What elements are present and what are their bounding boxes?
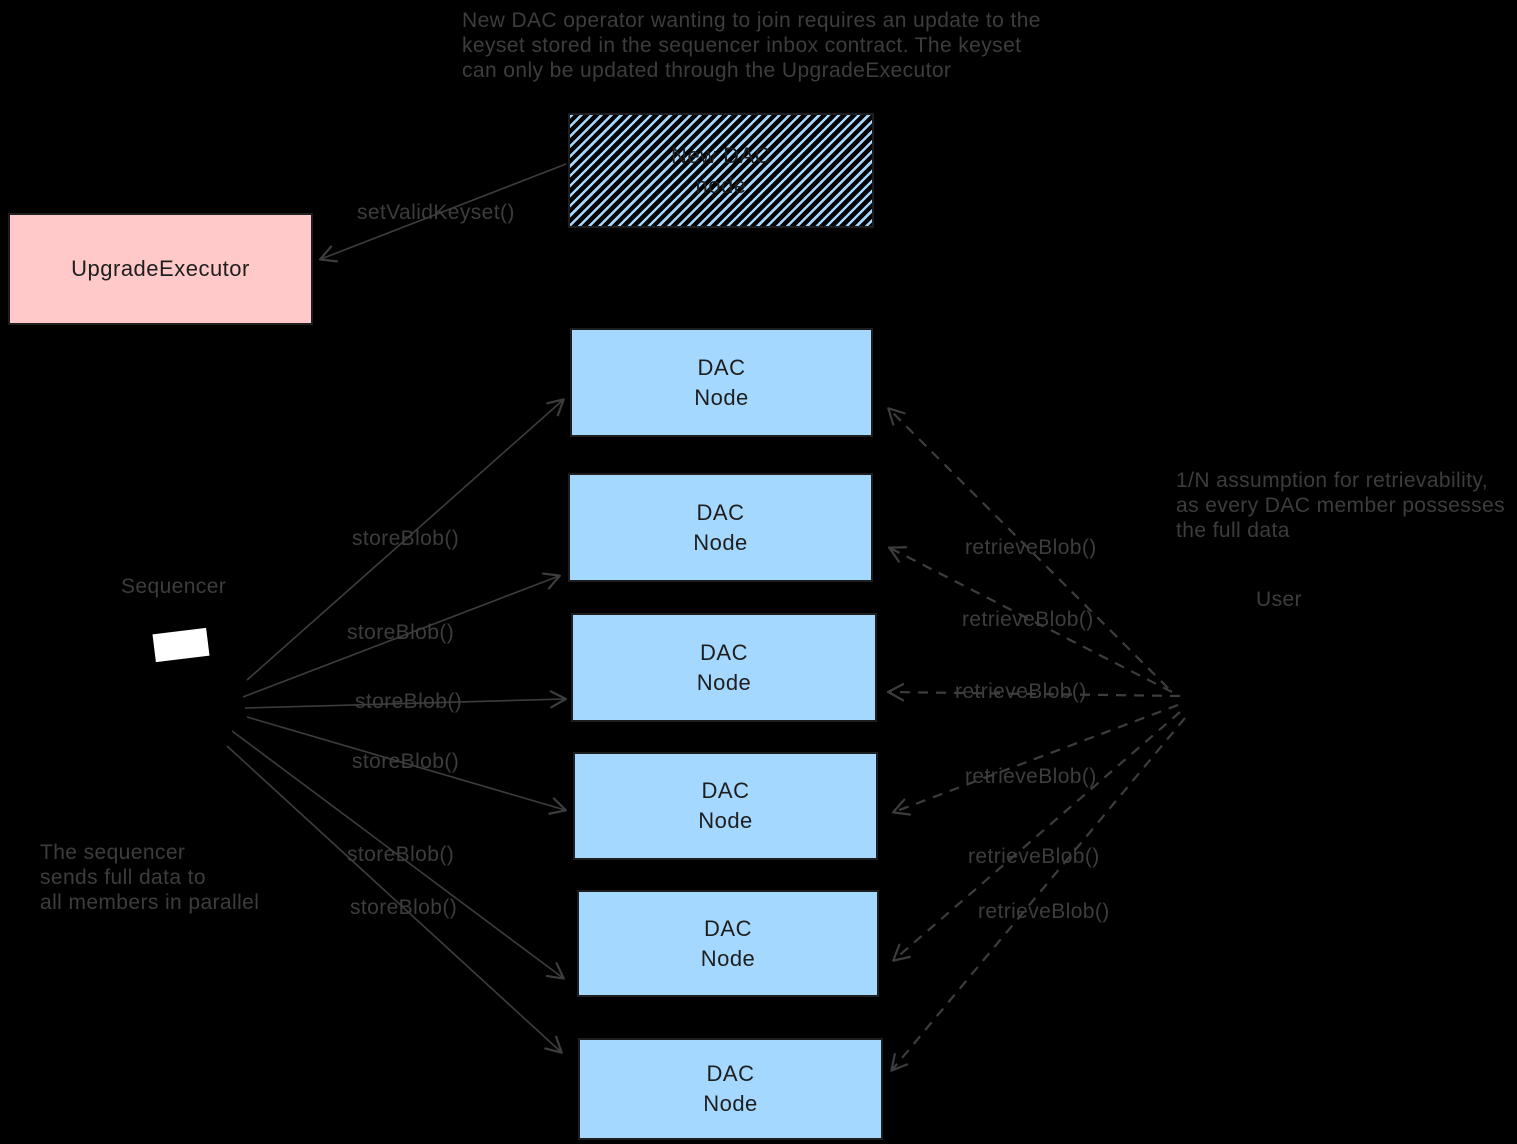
dac-node-label: DAC Node (694, 354, 749, 410)
upgrade-executor-label: UpgradeExecutor (71, 256, 250, 282)
store-blob-label: storeBlob() (352, 750, 460, 773)
store-blob-label: storeBlob() (347, 843, 455, 866)
retrievability-note: 1/N assumption for retrievability, as ev… (1176, 469, 1506, 542)
retrieve-blob-arrow-1 (887, 407, 1169, 689)
sequencer-label: Sequencer (121, 575, 227, 598)
store-blob-arrow-4 (246, 716, 568, 815)
dac-node-box: DAC Node (578, 1038, 883, 1140)
store-blob-label: storeBlob() (355, 690, 463, 713)
store-blob-arrow-6 (226, 745, 563, 1054)
store-blob-arrow-2 (242, 572, 562, 698)
dac-node-box: DAC Node (573, 752, 878, 860)
retrieve-blob-arrow-6 (890, 717, 1186, 1072)
dac-node-label: DAC Node (696, 639, 752, 695)
upgrade-executor-box: UpgradeExecutor (8, 213, 313, 325)
store-blob-label: storeBlob() (350, 896, 458, 919)
dac-node-label: DAC Node (703, 1061, 758, 1116)
store-blob-arrow-3 (244, 690, 568, 709)
store-blob-arrow-1 (246, 398, 565, 681)
set-valid-keyset-label: setValidKeyset() (357, 201, 515, 224)
dac-node-label: DAC Node (700, 915, 756, 971)
dac-node-box: DAC Node (577, 890, 879, 997)
user-label: User (1256, 588, 1302, 611)
parallel-note: The sequencer sends full data to all mem… (40, 841, 260, 914)
retrieve-blob-label: retrieveBlob() (962, 608, 1094, 631)
store-blob-arrow-5 (231, 730, 565, 980)
retrieve-blob-label: retrieveBlob() (968, 845, 1100, 868)
dac-node-box: DAC Node (570, 328, 873, 437)
retrieve-blob-label: retrieveBlob() (978, 900, 1110, 923)
retrieve-blob-arrow-4 (891, 703, 1179, 816)
new-dac-node-label: New DAC node (670, 142, 772, 198)
dac-node-box: DAC Node (568, 473, 873, 582)
retrieve-blob-arrow-5 (892, 711, 1181, 962)
new-dac-node-box: New DAC node (568, 113, 874, 228)
dac-node-label: DAC Node (693, 499, 748, 555)
dac-node-box: DAC Node (571, 613, 877, 722)
keyset-note: New DAC operator wanting to join require… (462, 9, 1041, 82)
store-blob-label: storeBlob() (347, 621, 455, 644)
retrieve-blob-label: retrieveBlob() (965, 536, 1097, 559)
dac-node-label: DAC Node (698, 778, 753, 833)
retrieve-blob-arrow-3 (886, 683, 1181, 702)
set-valid-keyset-arrow (318, 163, 567, 263)
retrieve-blob-label: retrieveBlob() (965, 765, 1097, 788)
store-blob-label: storeBlob() (352, 527, 460, 550)
retrieve-blob-label: retrieveBlob() (955, 680, 1087, 703)
